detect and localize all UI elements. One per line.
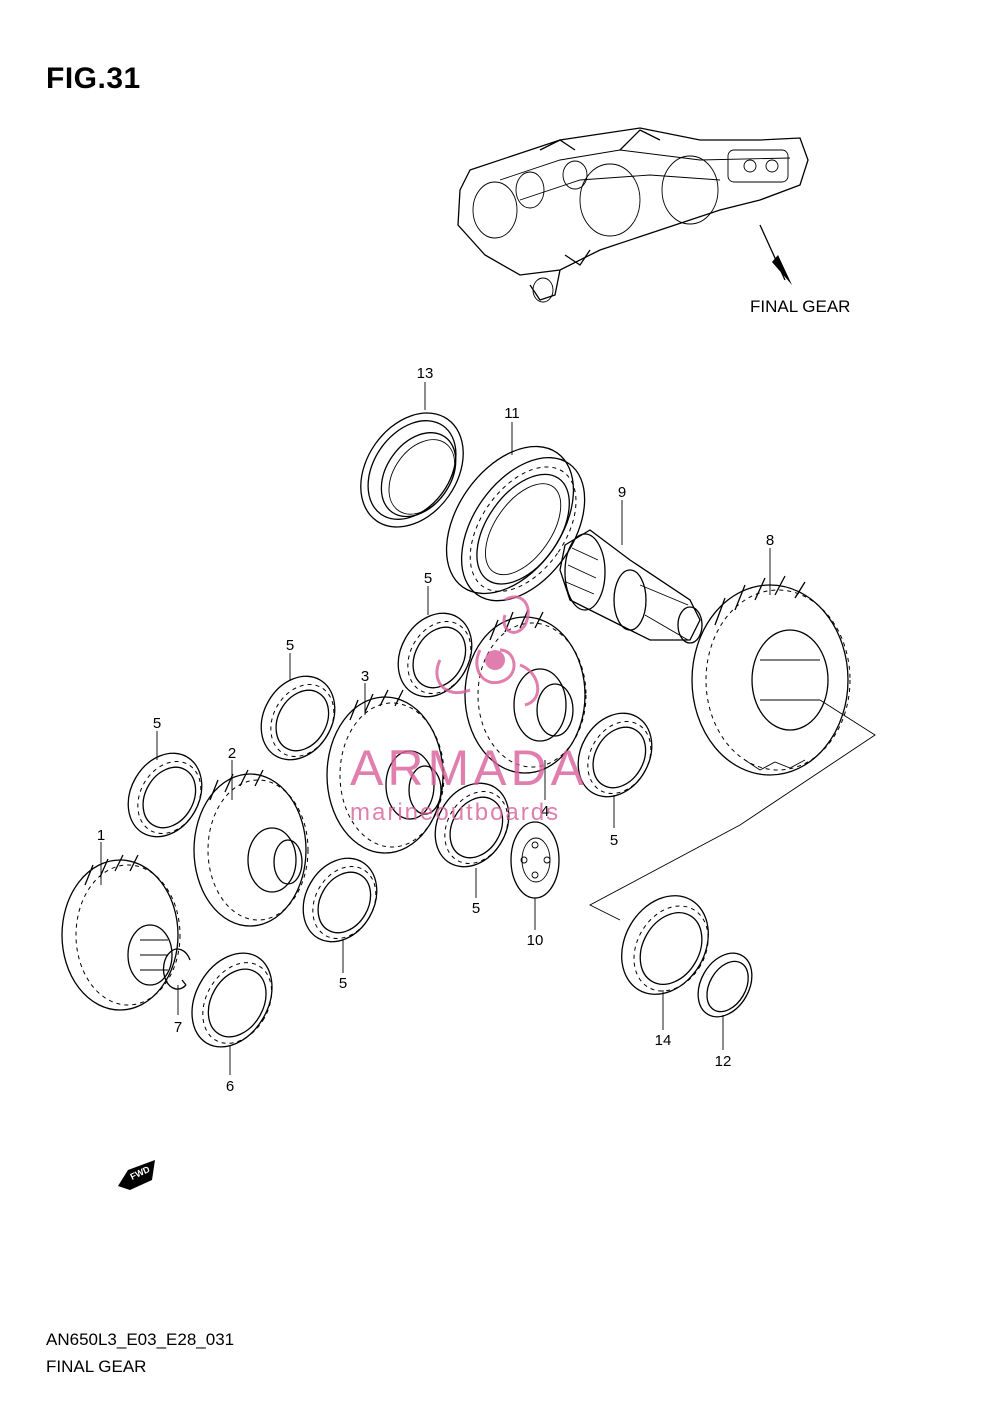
part-8-to-14-link-line — [589, 699, 876, 921]
part-13-oil-seal — [360, 412, 464, 528]
watermark: ARMADA marineoutboards — [350, 595, 588, 826]
leader-lines — [100, 382, 771, 1075]
part-12-seal — [697, 952, 753, 1018]
callout-13: 13 — [417, 365, 434, 382]
watermark-brand: ARMADA — [350, 740, 588, 796]
callout-9: 9 — [618, 484, 626, 501]
figure-code: AN650L3_E03_E28_031 — [46, 1330, 235, 1349]
fwd-arrow-icon — [118, 1160, 155, 1190]
callout-8: 8 — [766, 532, 774, 549]
part-11-bearing — [445, 445, 586, 602]
callout-5-f: 5 — [339, 975, 347, 992]
callout-4: 4 — [541, 803, 549, 820]
callout-labels: 1 2 3 4 5 5 5 5 5 5 5 6 7 8 9 10 11 12 1… — [97, 365, 774, 1095]
watermark-logo-icon — [435, 595, 540, 707]
callout-5-e: 5 — [472, 900, 480, 917]
watermark-sub: marineoutboards — [350, 799, 560, 826]
callout-10: 10 — [527, 932, 544, 949]
callout-14: 14 — [655, 1032, 672, 1049]
callout-5-a: 5 — [153, 715, 161, 732]
part-5-bearing-e — [434, 782, 510, 868]
part-5-bearing-b — [260, 675, 336, 761]
part-4-gear — [464, 609, 587, 774]
part-5-bearing-a — [127, 752, 203, 838]
part-3-gear — [326, 689, 445, 854]
part-7-circlip — [162, 948, 191, 990]
callout-1: 1 — [97, 827, 105, 844]
callout-6: 6 — [226, 1078, 234, 1095]
part-10-washer — [510, 821, 560, 899]
assembly-arrow-icon — [772, 255, 792, 285]
fwd-indicator: FWD — [118, 1160, 155, 1190]
part-6-bearing — [191, 952, 273, 1048]
part-5-bearing-d — [577, 712, 653, 798]
part-5-bearing-c — [397, 612, 473, 698]
figure-footer-name: FINAL GEAR — [46, 1357, 147, 1376]
callout-5-b: 5 — [286, 637, 294, 654]
callout-3: 3 — [361, 668, 369, 685]
callout-2: 2 — [228, 745, 236, 762]
part-5-bearing-f — [302, 857, 378, 943]
callout-11: 11 — [504, 405, 520, 422]
part-14-bearing — [621, 895, 709, 995]
callout-7: 7 — [174, 1019, 182, 1036]
part-2-gear — [193, 769, 309, 927]
assembly-label: FINAL GEAR — [750, 297, 850, 316]
part-9-shaft — [559, 529, 703, 644]
assembly-thumbnail — [457, 127, 809, 303]
figure-title: FIG.31 — [46, 62, 141, 95]
part-1-gear — [61, 854, 181, 1011]
part-8-large-gear — [691, 575, 851, 776]
callout-5-c: 5 — [424, 570, 432, 587]
callout-5-d: 5 — [610, 832, 618, 849]
callout-12: 12 — [715, 1053, 732, 1070]
